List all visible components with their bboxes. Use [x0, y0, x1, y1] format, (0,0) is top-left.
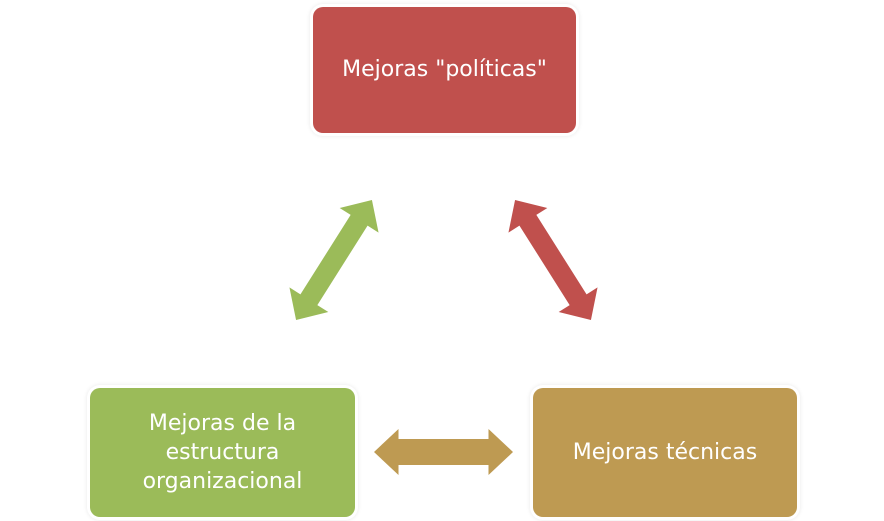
- node-political-improvements: Mejoras "políticas": [313, 7, 576, 133]
- double-arrow-political-technical: [508, 199, 598, 321]
- node-label: Mejoras de la estructura organizacional: [142, 410, 303, 495]
- node-technical-improvements: Mejoras técnicas: [533, 388, 797, 517]
- double-arrow-structure-technical: [374, 429, 513, 475]
- node-label: Mejoras "políticas": [342, 57, 547, 83]
- node-label: Mejoras técnicas: [572, 439, 758, 465]
- node-structure-improvements: Mejoras de la estructura organizacional: [90, 388, 355, 517]
- double-arrow-structure-political: [289, 199, 379, 321]
